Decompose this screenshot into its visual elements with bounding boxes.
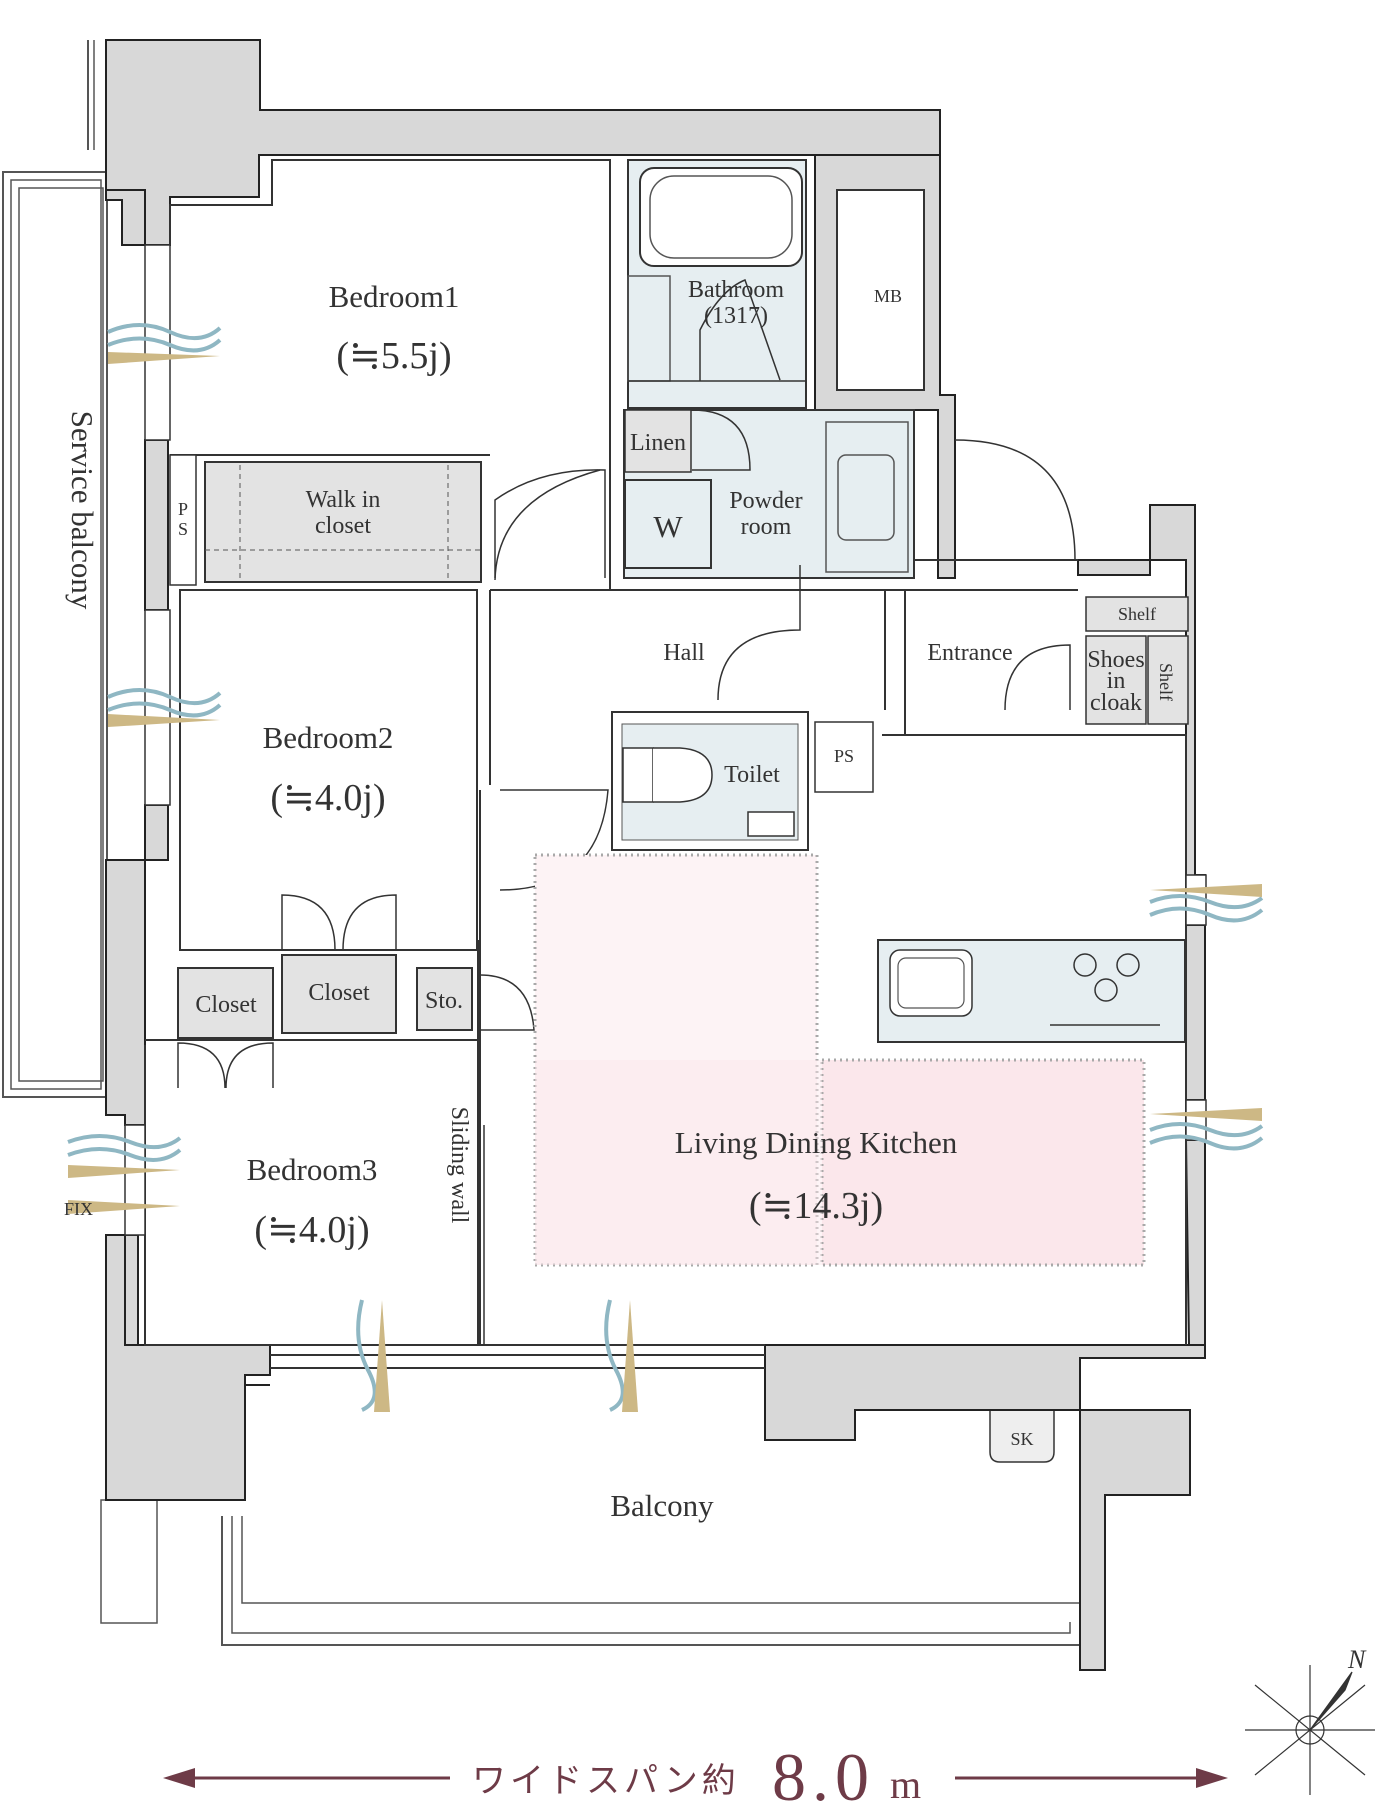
powder-room: Linen W Powder room bbox=[623, 409, 915, 579]
bedroom3-label: Bedroom3 bbox=[247, 1152, 378, 1187]
walk-in-closet: Walk in closet bbox=[204, 461, 482, 583]
ldk-zones bbox=[533, 853, 1146, 1267]
balcony-area: Balcony SK bbox=[100, 1409, 1081, 1646]
bathroom-size: (1317) bbox=[704, 303, 768, 329]
pipe-space-upper: P S bbox=[169, 454, 197, 586]
svg-text:Shelf: Shelf bbox=[1118, 604, 1156, 624]
kitchen-counter bbox=[877, 939, 1186, 1043]
bedroom3-size: (≒4.0j) bbox=[254, 1209, 369, 1251]
bathroom: Bathroom (1317) bbox=[627, 159, 807, 409]
bedroom2-size: (≒4.0j) bbox=[270, 777, 385, 819]
span-unit: m bbox=[890, 1762, 921, 1807]
svg-text:Shoes: Shoes bbox=[1087, 647, 1144, 673]
svg-text:P: P bbox=[178, 499, 188, 519]
bedroom2-label: Bedroom2 bbox=[263, 720, 394, 755]
doors bbox=[479, 439, 1076, 1031]
hall-label: Hall bbox=[663, 640, 705, 666]
meter-box: MB bbox=[836, 189, 925, 391]
powder-room-label-2: room bbox=[741, 514, 792, 540]
north-label: N bbox=[1347, 1645, 1367, 1674]
svg-text:PS: PS bbox=[834, 746, 854, 766]
span-label: ワイドスパン約 bbox=[472, 1761, 740, 1801]
svg-text:MB: MB bbox=[874, 286, 902, 306]
bathroom-label: Bathroom bbox=[688, 277, 784, 303]
svg-text:S: S bbox=[178, 519, 188, 539]
compass-rose: N bbox=[1245, 1645, 1375, 1795]
bedroom-closets: Closet Closet Sto. bbox=[177, 894, 473, 1089]
svg-text:Closet: Closet bbox=[195, 992, 257, 1018]
room-labels: Bedroom1 (≒5.5j) Bedroom2 (≒4.0j) Bedroo… bbox=[247, 279, 958, 1251]
svg-text:Shelf: Shelf bbox=[1156, 663, 1176, 701]
svg-text:in: in bbox=[1107, 668, 1126, 694]
ldk-size: (≒14.3j) bbox=[749, 1185, 883, 1227]
svg-text:closet: closet bbox=[315, 513, 371, 539]
washer-label: W bbox=[653, 509, 683, 544]
service-balcony-label: Service balcony bbox=[65, 411, 100, 610]
toilet-room: Toilet bbox=[611, 711, 809, 851]
svg-text:SK: SK bbox=[1010, 1429, 1033, 1449]
ldk-label: Living Dining Kitchen bbox=[675, 1125, 958, 1160]
svg-text:Sto.: Sto. bbox=[425, 988, 463, 1014]
bedroom1-size: (≒5.5j) bbox=[336, 335, 451, 377]
wide-span-indicator: ワイドスパン約 8.0 m bbox=[163, 1739, 1228, 1815]
balcony-label: Balcony bbox=[610, 1488, 714, 1523]
svg-text:Walk in: Walk in bbox=[306, 487, 381, 513]
pipe-space-lower: PS bbox=[814, 721, 874, 793]
linen-label: Linen bbox=[630, 430, 686, 456]
entrance-storage: Shelf Shoes in cloak Shelf bbox=[1085, 596, 1189, 725]
sink: SK bbox=[989, 1409, 1055, 1463]
entrance-label: Entrance bbox=[927, 640, 1012, 666]
fix-label: FIX bbox=[64, 1199, 93, 1219]
ventilation-symbols: FIX bbox=[64, 323, 1264, 1412]
svg-text:Closet: Closet bbox=[308, 980, 370, 1006]
sliding-wall: Sliding wall bbox=[446, 940, 485, 1345]
span-value: 8.0 bbox=[772, 1739, 875, 1815]
service-balcony: Service balcony bbox=[2, 40, 108, 1098]
bedroom1-label: Bedroom1 bbox=[329, 279, 460, 314]
svg-text:cloak: cloak bbox=[1090, 690, 1142, 716]
svg-text:Toilet: Toilet bbox=[724, 762, 780, 788]
powder-room-label-1: Powder bbox=[729, 488, 802, 514]
sliding-wall-label: Sliding wall bbox=[446, 1107, 472, 1224]
